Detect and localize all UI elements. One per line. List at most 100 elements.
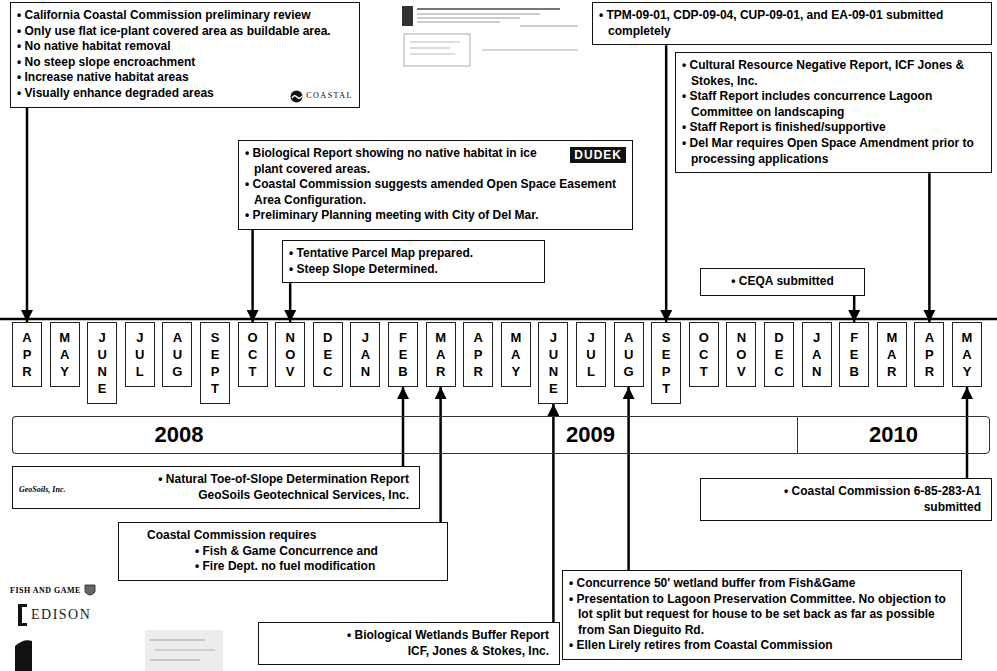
month-label: MAY [509, 329, 522, 380]
logo-text: FISH AND GAME [10, 586, 81, 596]
callout-text: • Visually enhance degraded areas [17, 86, 353, 102]
letterhead-line [410, 42, 460, 43]
month-label: DEC [773, 329, 786, 380]
month-cell: FEB [388, 322, 418, 387]
scan-line [150, 659, 200, 661]
month-label: DEC [321, 329, 334, 380]
month-cell: JUNE [87, 322, 117, 404]
callout-text: • Fire Dept. no fuel modification [195, 559, 441, 575]
month-cell: JUNE [538, 322, 568, 404]
month-label: JAN [810, 329, 823, 380]
month-cell: APR [12, 322, 42, 387]
callout-text: • Biological Report showing no native ha… [245, 146, 626, 177]
arrow-connector [289, 283, 292, 322]
month-label: MAY [961, 329, 974, 380]
arrow-connector [402, 387, 405, 466]
edison-mark [18, 604, 28, 626]
logo-text: EDISON [31, 607, 91, 623]
letterhead-panel [404, 34, 470, 66]
month-cell: JUL [125, 322, 155, 387]
callout-text: • Concurrence 50' wetland buffer from Fi… [569, 576, 955, 592]
callout-text: • Preliminary Planning meeting with City… [245, 208, 626, 224]
logo-text: DUDEK [570, 147, 626, 163]
month-cell: MAY [501, 322, 531, 387]
month-label: OCT [697, 329, 710, 380]
callout-text: • Fish & Game Concurrence and [195, 544, 441, 560]
year-label: 2010 [798, 417, 989, 452]
scan-line [155, 649, 215, 651]
scanned-logo [145, 630, 223, 671]
callout-box: • TPM-09-01, CDP-09-04, CUP-09-01, and E… [592, 2, 992, 45]
month-label: JUL [585, 329, 598, 380]
month-label: AUG [171, 329, 184, 380]
month-label: FEB [397, 329, 410, 380]
logo-text: GeoSoils, Inc. [19, 485, 65, 495]
callout-text: • TPM-09-01, CDP-09-04, CUP-09-01, and E… [599, 8, 985, 39]
letterhead-image [402, 6, 578, 66]
callout-text: • Biological Wetlands Buffer Report ICF,… [331, 628, 549, 659]
letterhead-line [417, 18, 520, 19]
month-cell: DEC [313, 322, 343, 387]
month-cell: NOV [726, 322, 756, 387]
year-label: 2009 [566, 417, 797, 452]
arrow-connector [853, 296, 856, 322]
callout-box: • Tentative Parcel Map prepared.• Steep … [282, 240, 545, 283]
arrow-connector [966, 387, 969, 478]
month-label: APR [923, 329, 936, 380]
month-label: OCT [246, 329, 259, 380]
month-cell: MAY [952, 322, 982, 387]
callout-text: • Presentation to Lagoon Preservation Co… [569, 592, 955, 639]
month-cell: FEB [839, 322, 869, 387]
timeline-rule [0, 318, 997, 321]
callout-box: • CEQA submitted [700, 268, 865, 296]
month-label: JAN [359, 329, 372, 380]
callout-text: • Only use flat ice-plant covered area a… [17, 24, 353, 40]
month-cell: MAR [877, 322, 907, 387]
letterhead-line [410, 54, 455, 55]
month-cell: MAR [426, 322, 456, 387]
callout-text: • Steep Slope Determined. [289, 262, 538, 278]
year-band: 2010 [797, 416, 990, 454]
callout-text: • No steep slope encroachment [17, 55, 353, 71]
coastal-logo: COASTAL [290, 90, 353, 103]
edison-bracket [18, 604, 27, 626]
year-band: 2008 [12, 416, 345, 454]
coastal-icon-wave [292, 95, 302, 98]
callout-box: • Natural Toe-of-Slope Determination Rep… [12, 466, 420, 509]
callout-text: • Increase native habitat areas [17, 70, 353, 86]
month-cell: DEC [764, 322, 794, 387]
scan-ground [145, 630, 223, 671]
callout-box: • Cultural Resource Negative Report, ICF… [675, 52, 992, 173]
coastal-icon-disc [291, 90, 303, 102]
callout-text: • Coastal Commission suggests amended Op… [245, 177, 626, 208]
month-cell: JAN [350, 322, 380, 387]
arrow-connector [627, 387, 630, 570]
month-cell: APR [463, 322, 493, 387]
year-label: 2008 [13, 417, 345, 452]
month-cell: AUG [162, 322, 192, 387]
arrow-connector [439, 387, 442, 522]
month-label: MAY [58, 329, 71, 380]
arrow-connector [26, 108, 29, 322]
year-band: 2009 [345, 416, 797, 454]
fish-game-logo: FISH AND GAME [10, 584, 96, 598]
callout-text: • Del Mar requires Open Space Amendment … [682, 136, 985, 167]
callout-text: • Tentative Parcel Map prepared. [289, 246, 538, 262]
callout-box: DUDEK• Biological Report showing no nati… [238, 140, 633, 230]
month-label: NOV [284, 329, 297, 380]
month-label: NOV [735, 329, 748, 380]
month-cell: SEPT [651, 322, 681, 404]
callout-box: Coastal Commission requires• Fish & Game… [118, 522, 448, 581]
callout-text: • Ellen Lirely retires from Coastal Comm… [569, 638, 955, 654]
dudek-logo: DUDEK [570, 147, 626, 163]
callout-text: • California Coastal Commission prelimin… [17, 8, 353, 24]
callout-text: • Natural Toe-of-Slope Determination Rep… [131, 472, 409, 503]
month-cell: AUG [614, 322, 644, 387]
month-cell: APR [914, 322, 944, 387]
month-cell: OCT [238, 322, 268, 387]
callout-text: • Staff Report includes concurrence Lago… [682, 89, 985, 120]
callout-box: • Coastal Commission 6-85-283-A1 submitt… [700, 478, 992, 521]
month-label: APR [21, 329, 34, 380]
fish-game-emblem [84, 584, 96, 598]
callout-text: • Staff Report is finished/supportive [682, 120, 985, 136]
